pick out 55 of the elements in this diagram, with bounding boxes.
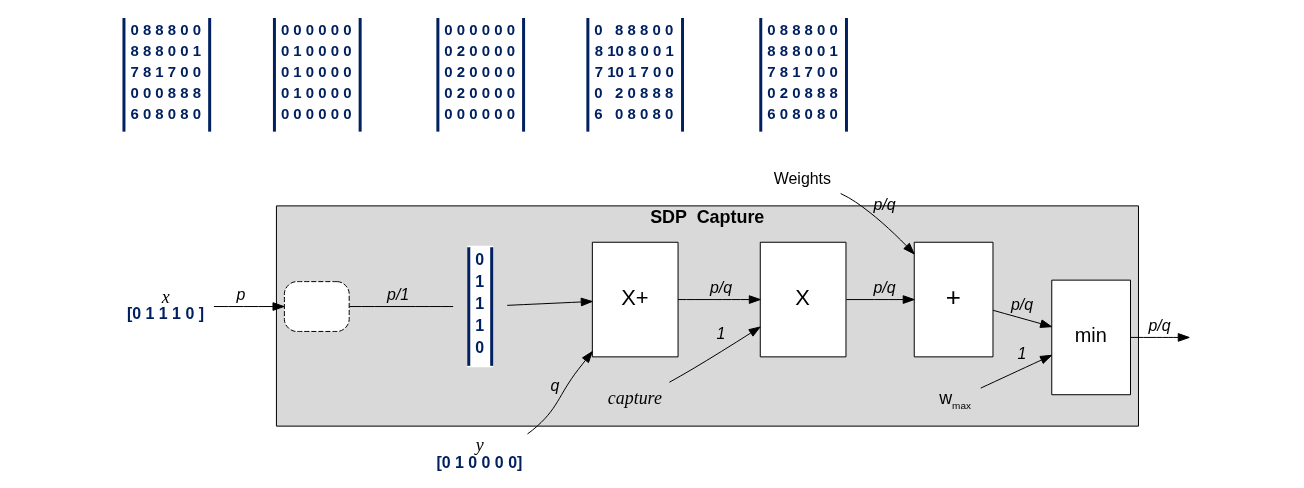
label: 0 2 0 0 0 0 <box>444 42 515 60</box>
label: 0 0 0 8 8 8 <box>130 84 202 102</box>
label: 8 8 8 0 0 1 <box>767 42 838 60</box>
label: 0 2 0 8 8 8 <box>594 84 674 102</box>
arrow <box>527 351 593 435</box>
label: 0 0 0 0 0 0 <box>444 105 515 123</box>
arrow <box>1130 333 1190 342</box>
label: 0 0 0 0 0 0 <box>444 21 515 39</box>
edge-label: p/q <box>1010 296 1034 314</box>
node-box <box>283 281 350 332</box>
arrow <box>980 354 1052 389</box>
node-box: min <box>1051 279 1131 396</box>
node-box: + <box>913 241 994 358</box>
label: 7 8 1 7 0 0 <box>767 63 838 81</box>
connector <box>348 306 454 308</box>
node-box: X+ <box>591 241 679 358</box>
label: 0 2 0 0 0 0 <box>444 84 515 102</box>
node-text: w$_{max}$ <box>939 387 971 412</box>
edge-label: p/q <box>1148 317 1171 335</box>
edge-label: 1 <box>716 325 726 343</box>
node-text: Weights <box>773 169 832 187</box>
label: 7 8 1 7 0 0 <box>130 63 202 81</box>
edge-label: 1 <box>1017 345 1027 363</box>
label: 6 0 8 0 8 0 <box>594 105 674 123</box>
label: 6 0 8 0 8 0 <box>130 105 202 123</box>
label: 0 1 0 0 0 0 <box>280 42 352 60</box>
node-box: X <box>759 241 847 358</box>
arrow <box>506 297 593 307</box>
label: 7 10 1 7 0 0 <box>594 63 674 81</box>
label: 0 0 0 0 0 0 <box>280 105 352 123</box>
label: 0 8 8 8 0 0 <box>130 21 202 39</box>
edge-label: q <box>550 377 560 395</box>
arrow <box>677 295 761 304</box>
label: 0 1 0 0 0 0 <box>280 84 352 102</box>
label: 0 1 0 0 0 0 <box>280 63 352 81</box>
arrow <box>213 302 285 311</box>
label: 0 8 8 8 0 0 <box>594 21 674 39</box>
label: 8 10 8 0 0 1 <box>594 42 674 60</box>
label: 0 2 0 0 0 0 <box>444 63 515 81</box>
edge-label: p/1 <box>387 286 410 304</box>
label: 0 8 8 8 0 0 <box>767 21 838 39</box>
label: 8 8 8 0 0 1 <box>130 42 202 60</box>
edge-label: p <box>236 286 246 304</box>
arrow <box>845 295 915 304</box>
edge-label: p/q <box>709 279 733 297</box>
label: 0 0 0 0 0 0 <box>280 21 352 39</box>
edge-label: p/q <box>873 279 896 297</box>
label: 0 2 0 8 8 8 <box>767 84 838 102</box>
arrow <box>668 326 761 383</box>
node-text: x [0 1 1 1 0 ] <box>126 286 205 323</box>
node-text: y [0 1 0 0 0 0] <box>436 435 523 471</box>
arrow <box>840 193 915 255</box>
arrow <box>992 309 1053 328</box>
label: 6 0 8 0 8 0 <box>767 105 838 123</box>
node-text: capture <box>607 387 662 408</box>
